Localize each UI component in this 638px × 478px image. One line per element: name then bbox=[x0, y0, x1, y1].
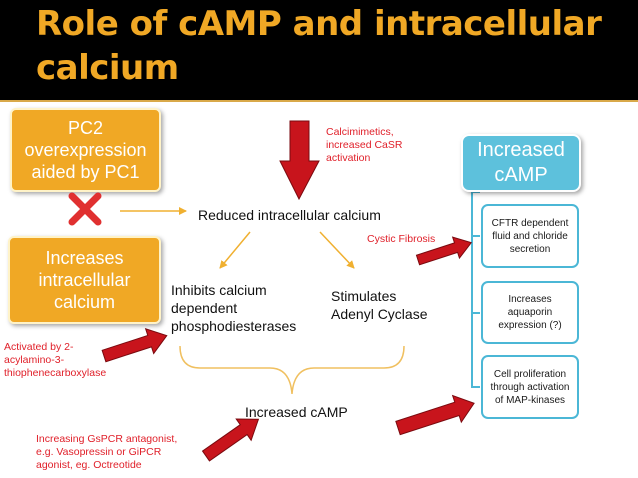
title-divider bbox=[0, 100, 638, 102]
calcimimetics-label: Calcimimetics, increased CaSR activation bbox=[326, 126, 403, 164]
cystic-fibrosis-label: Cystic Fibrosis bbox=[367, 233, 436, 245]
arrow-to-inhibits-pde bbox=[219, 231, 251, 269]
brace bbox=[179, 345, 405, 395]
activated-by-label: Activated by 2-acylamino-3-thiophenecarb… bbox=[4, 341, 107, 379]
stimulates-ac-label: Stimulates Adenyl Cyclase bbox=[331, 288, 428, 322]
slide-title: Role of cAMP and intracellular calcium bbox=[36, 4, 602, 88]
red-arrow-cystic-fibrosis bbox=[415, 236, 473, 266]
arrow-to-stimulates-ac bbox=[319, 231, 355, 269]
increases-calcium-box: Increases intracellular calcium bbox=[8, 236, 161, 324]
cftr-box: CFTR dependent fluid and chloride secret… bbox=[481, 204, 579, 268]
increased-camp-head-box: Increased cAMP bbox=[461, 134, 581, 192]
blue-bracket bbox=[471, 191, 480, 388]
pc2-overexpression-box: PC2 overexpression aided by PC1 bbox=[10, 108, 161, 192]
red-arrow-activated-by bbox=[101, 328, 168, 363]
increases-calcium-text: Increases intracellular calcium bbox=[38, 248, 131, 312]
increased-camp-head-text: Increased cAMP bbox=[477, 139, 565, 186]
red-arrow-gspcr bbox=[201, 418, 260, 462]
proliferation-box: Cell proliferation through activation of… bbox=[481, 355, 579, 419]
aquaporin-box: Increases aquaporin expression (?) bbox=[481, 281, 579, 344]
pc2-overexpression-text: PC2 overexpression aided by PC1 bbox=[24, 118, 147, 182]
red-arrow-to-proliferation bbox=[395, 394, 475, 436]
aquaporin-text: Increases aquaporin expression (?) bbox=[498, 294, 562, 331]
reduced-calcium-label: Reduced intracellular calcium bbox=[198, 207, 381, 223]
inhibits-pde-label: Inhibits calcium dependent phosphodieste… bbox=[171, 282, 297, 334]
gspcr-label: Increasing GsPCR antagonist, e.g. Vasopr… bbox=[36, 433, 178, 471]
red-down-arrow bbox=[279, 120, 320, 201]
title-bar bbox=[0, 0, 638, 100]
increased-camp-label: Increased cAMP bbox=[245, 404, 348, 420]
proliferation-text: Cell proliferation through activation of… bbox=[490, 368, 570, 406]
cftr-text: CFTR dependent fluid and chloride secret… bbox=[491, 217, 569, 255]
